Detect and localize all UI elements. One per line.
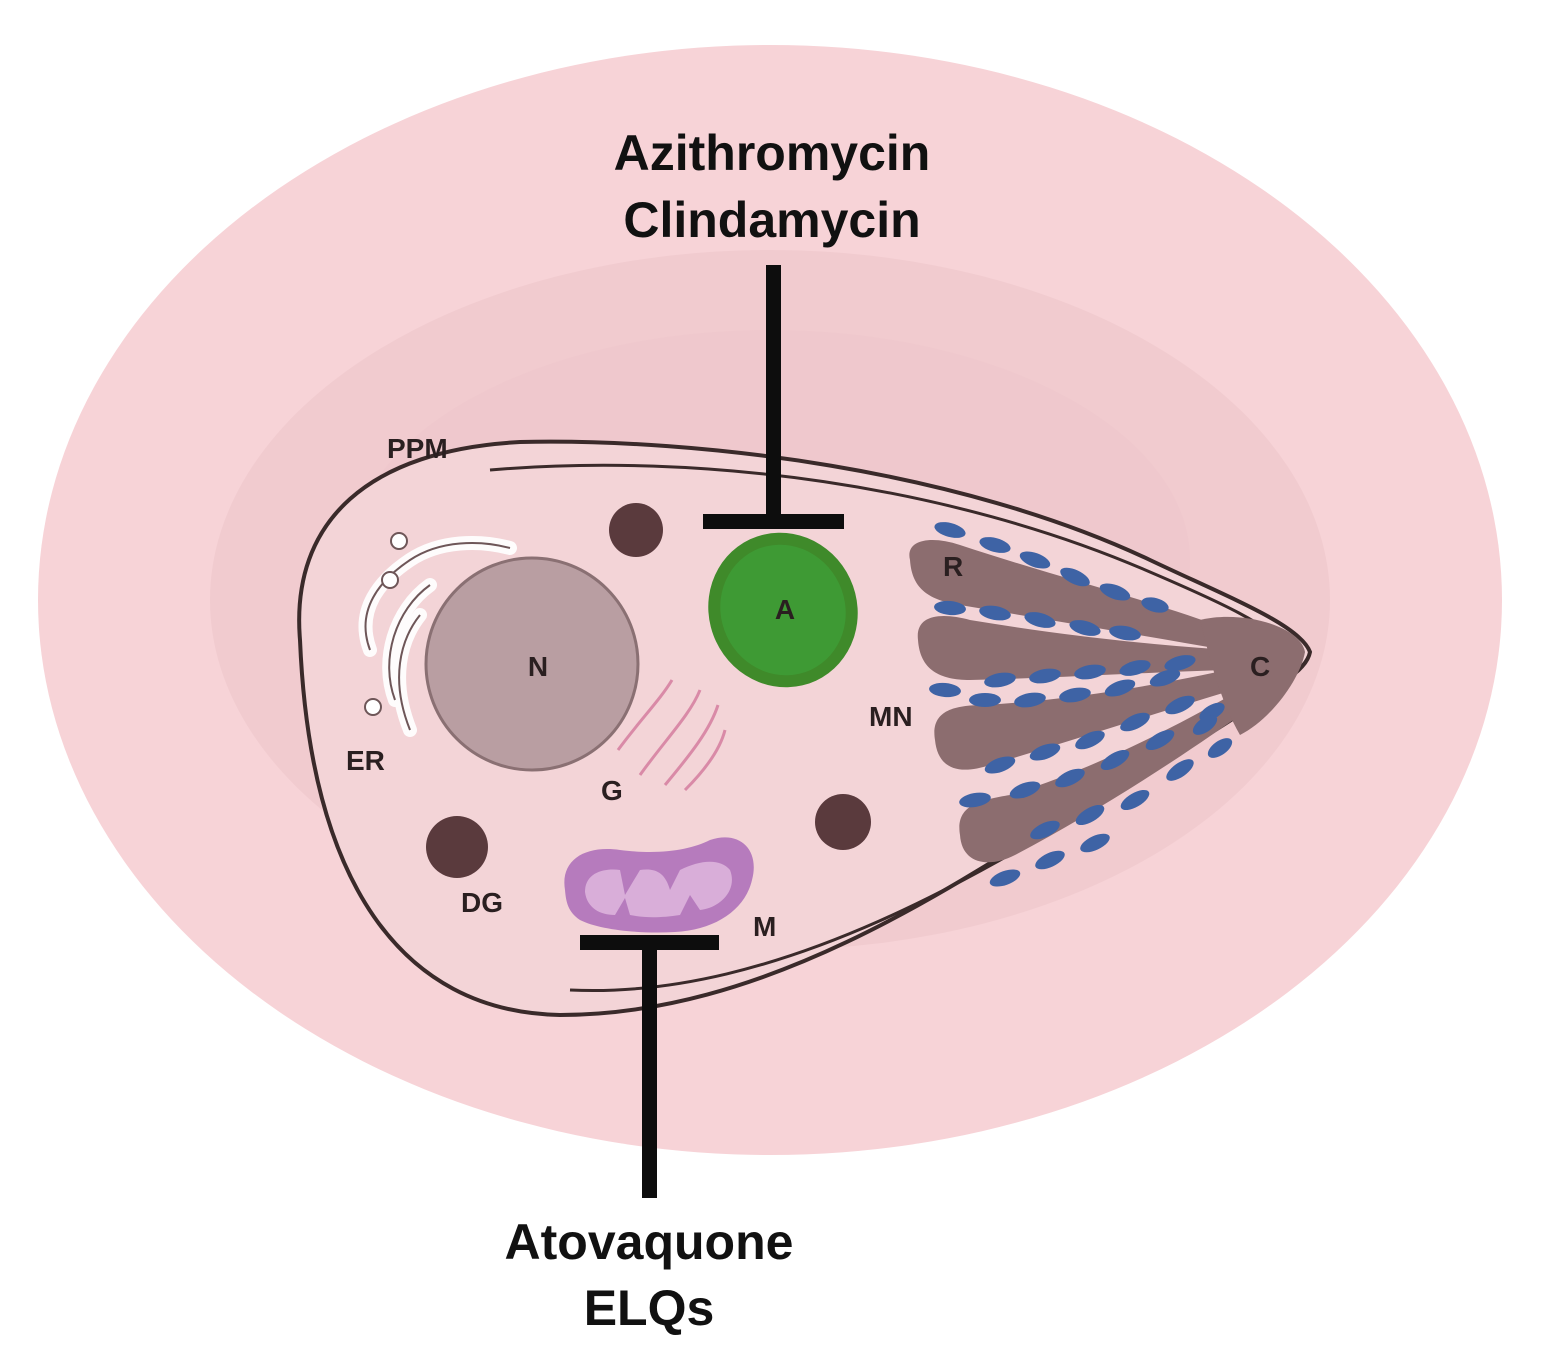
conoid	[1200, 616, 1305, 735]
label-er: ER	[346, 745, 385, 776]
label-nucleus: N	[528, 651, 548, 682]
rhoptries	[909, 540, 1250, 863]
inhibitor-top	[703, 265, 844, 529]
label-ppm: PPM	[387, 433, 448, 464]
micronemes	[929, 522, 1233, 887]
dense-granule	[609, 503, 663, 557]
nucleus	[424, 556, 640, 772]
label-apicoplast: A	[775, 594, 795, 625]
drug-azithromycin: Azithromycin	[614, 125, 931, 181]
drug-elqs: ELQs	[584, 1280, 715, 1336]
inhibitor-bottom	[580, 935, 719, 1198]
drug-clindamycin: Clindamycin	[623, 192, 920, 248]
inner-membrane-top	[489, 463, 1292, 651]
label-mitochondrion: M	[753, 911, 776, 942]
label-dense-granule: DG	[461, 887, 503, 918]
mitochondrion-cristae	[585, 861, 732, 918]
apicoplast-inner	[720, 544, 846, 676]
label-rhoptry: R	[943, 551, 963, 582]
dense-granule	[426, 816, 488, 878]
label-microneme: MN	[869, 701, 913, 732]
er-outline	[364, 532, 511, 731]
label-golgi: G	[601, 775, 623, 806]
dense-granule	[815, 794, 871, 850]
label-conoid: C	[1250, 651, 1270, 682]
golgi-icon	[616, 679, 727, 792]
drug-atovaquone: Atovaquone	[505, 1214, 794, 1270]
